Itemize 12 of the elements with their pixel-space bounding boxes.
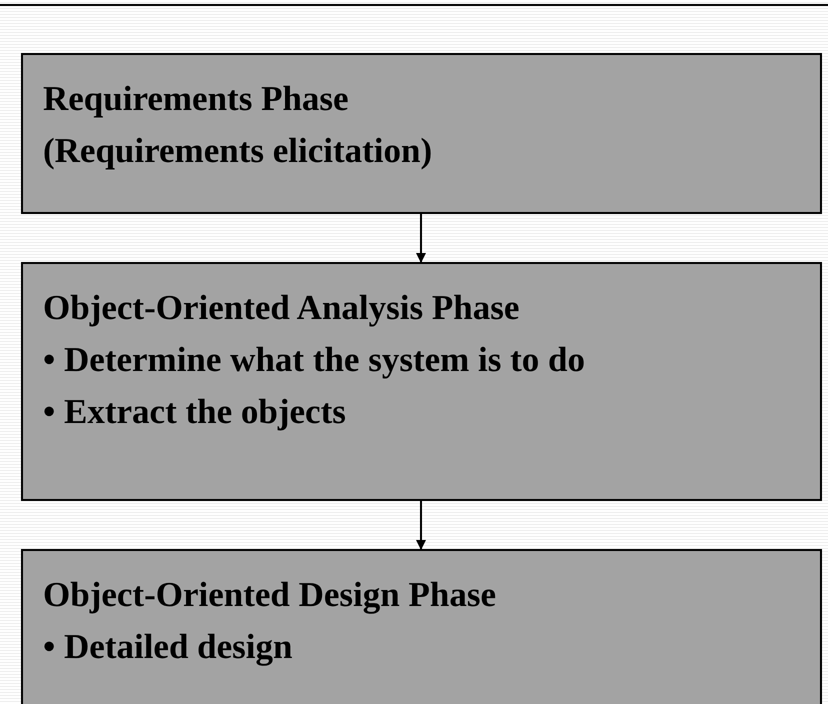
phase-detail: • Determine what the system is to do bbox=[43, 339, 586, 381]
arrow bbox=[416, 501, 426, 550]
process-box bbox=[21, 262, 822, 501]
phase-heading: Object-Oriented Analysis Phase bbox=[43, 287, 520, 329]
phase-heading: Requirements Phase bbox=[43, 78, 350, 120]
phase-detail: • Detailed design bbox=[43, 626, 294, 668]
process-box bbox=[21, 53, 822, 214]
arrow bbox=[416, 214, 426, 263]
phase-detail: (Requirements elicitation) bbox=[43, 130, 434, 172]
phase-heading: Object-Oriented Design Phase bbox=[43, 574, 497, 616]
process-box bbox=[21, 549, 822, 704]
phase-detail: • Extract the objects bbox=[43, 391, 347, 433]
